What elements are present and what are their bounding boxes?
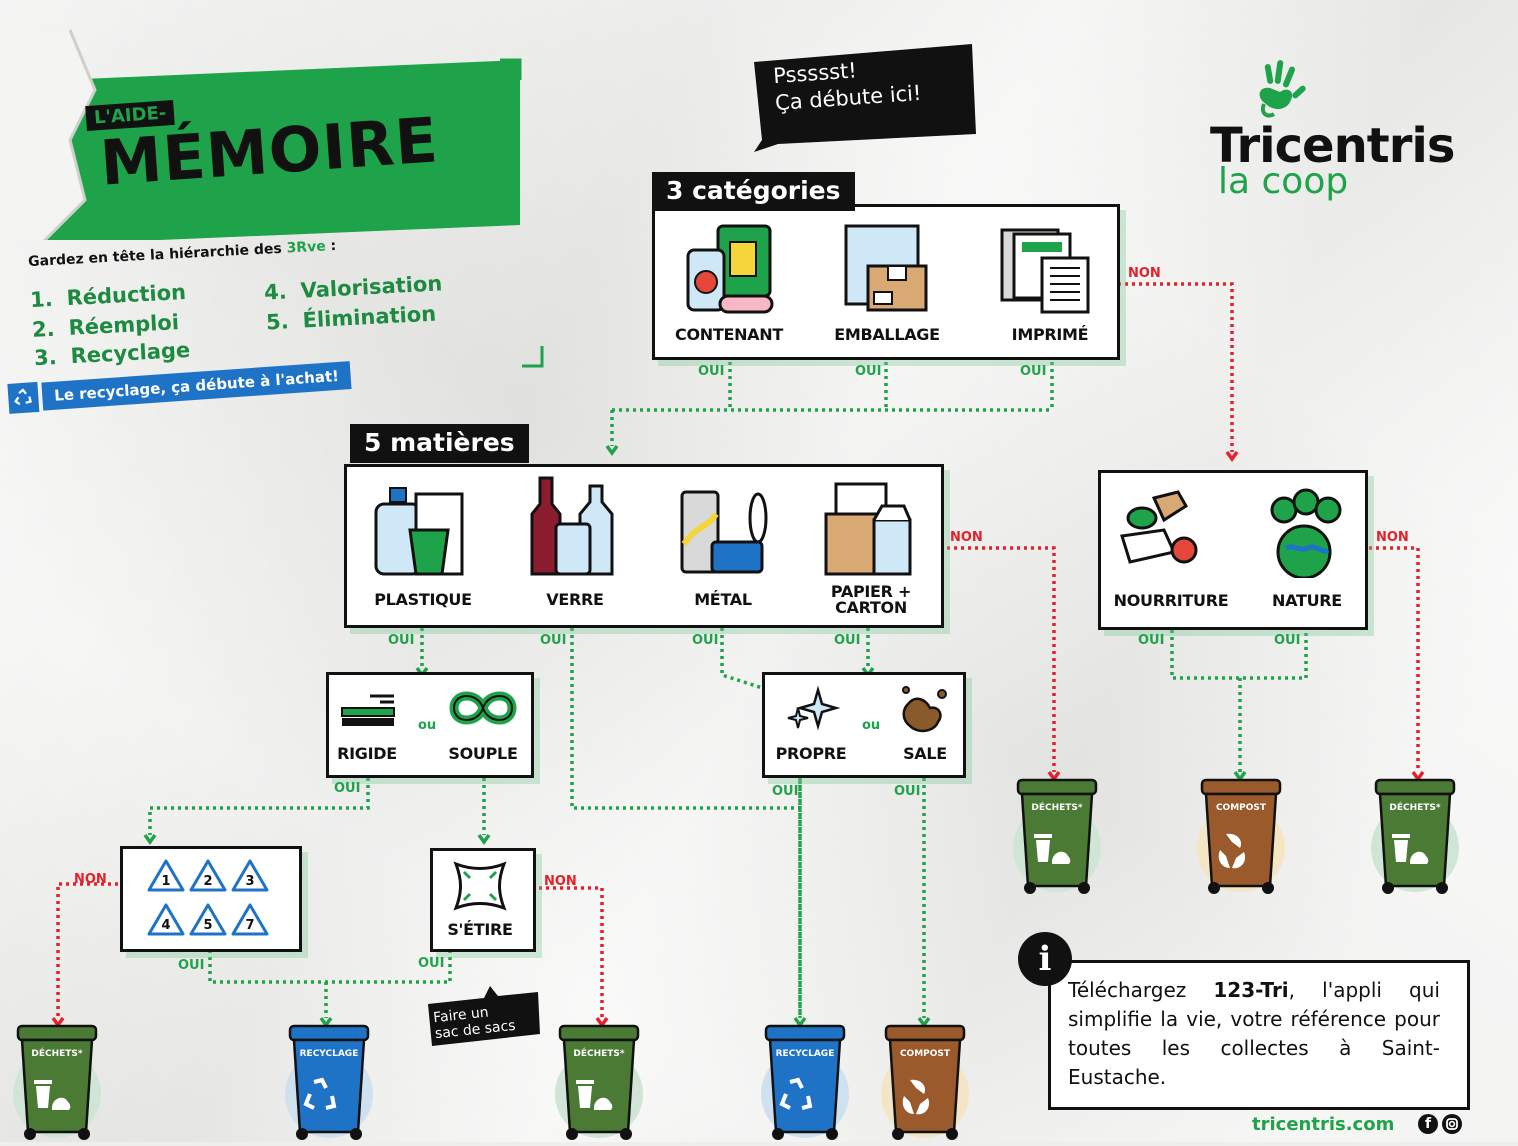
- soft-icon: [449, 691, 517, 725]
- oui-papier: OUI: [834, 633, 861, 648]
- rigid-icon: [341, 694, 395, 726]
- svg-text:DÉCHETS*: DÉCHETS*: [1389, 801, 1441, 813]
- category-label-imprime: IMPRIMÉ: [1011, 325, 1089, 344]
- svg-text:RECYCLAGE: RECYCLAGE: [776, 1049, 835, 1059]
- svg-text:5: 5: [203, 918, 212, 933]
- recycling-bin: RECYCLAGE: [284, 1024, 374, 1146]
- resin-code-2: 2: [188, 858, 228, 898]
- resin-code-7: 7: [230, 902, 270, 942]
- glass-icon: [530, 476, 614, 576]
- resin-code-3: 3: [230, 858, 270, 898]
- oui-contenant: OUI: [698, 364, 725, 379]
- category-label-contenant: CONTENANT: [675, 325, 783, 344]
- material-label-verre: VERRE: [546, 590, 604, 609]
- svg-text:DÉCHETS*: DÉCHETS*: [31, 1047, 83, 1059]
- oui-emballage: OUI: [855, 364, 882, 379]
- oui-verre: OUI: [540, 633, 567, 648]
- start-bubble: [754, 44, 976, 152]
- container-icon: [686, 224, 774, 314]
- oui-imprime: OUI: [1020, 364, 1047, 379]
- or-clean-dirty: ou: [862, 718, 881, 733]
- compost-bin: COMPOST: [880, 1024, 970, 1146]
- waste-bin: DÉCHETS*: [554, 1024, 644, 1146]
- sparkle-icon: [787, 685, 840, 731]
- categories-title: 3 catégories: [652, 172, 855, 211]
- svg-text:2: 2: [203, 874, 212, 889]
- printed-icon: [1000, 228, 1090, 314]
- waste-bin: DÉCHETS*: [1370, 778, 1460, 900]
- compost-bin: COMPOST: [1196, 778, 1286, 900]
- svg-text:4: 4: [161, 918, 170, 933]
- svg-text:7: 7: [245, 918, 254, 933]
- svg-text:DÉCHETS*: DÉCHETS*: [1031, 801, 1083, 813]
- svg-text:DÉCHETS*: DÉCHETS*: [573, 1047, 625, 1059]
- or-rigid-soft: ou: [418, 718, 437, 733]
- oui-rigide: OUI: [334, 781, 361, 796]
- line-categories-yes: [612, 362, 1054, 412]
- info-text: Téléchargez 123-Tri, l'appli qui simplif…: [1068, 978, 1440, 1089]
- material-label-carton: CARTON: [835, 598, 907, 617]
- non-categories: NON: [1128, 266, 1161, 281]
- resin-code-1: 1: [146, 858, 186, 898]
- non-organic: NON: [1376, 530, 1409, 545]
- materials-title: 5 matières: [350, 424, 529, 463]
- corner-bracket: [522, 346, 544, 368]
- label-propre: PROPRE: [775, 744, 847, 763]
- start-bubble-text: Pssssst! Ça débute ici!: [772, 58, 923, 116]
- oui-stretch: OUI: [418, 956, 445, 971]
- metal-icon: [680, 490, 768, 574]
- stretch-icon: [453, 861, 507, 911]
- resin-code-4: 4: [146, 902, 186, 942]
- organic-label-nourriture: NOURRITURE: [1113, 591, 1229, 610]
- oui-sale: OUI: [894, 784, 921, 799]
- category-label-emballage: EMBALLAGE: [834, 325, 940, 344]
- nature-icon: [1270, 488, 1342, 578]
- resin-code-5: 5: [188, 902, 228, 942]
- food-icon: [1120, 490, 1198, 564]
- svg-text:COMPOST: COMPOST: [1216, 803, 1267, 813]
- svg-text:1: 1: [161, 874, 170, 889]
- label-setire: S'ÉTIRE: [447, 920, 513, 939]
- material-label-metal: MÉTAL: [694, 590, 752, 609]
- label-sale: SALE: [903, 744, 947, 763]
- info-icon: i: [1018, 932, 1072, 986]
- non-materials: NON: [950, 530, 983, 545]
- non-stretch: NON: [544, 874, 577, 889]
- label-rigide: RIGIDE: [337, 744, 397, 763]
- waste-bin: DÉCHETS*: [12, 1024, 102, 1146]
- material-label-papier: PAPIER +: [830, 582, 912, 601]
- footer-url[interactable]: tricentris.com: [1252, 1114, 1395, 1135]
- bag-bubble: [428, 986, 540, 1046]
- svg-text:COMPOST: COMPOST: [900, 1049, 951, 1059]
- dirty-icon: [902, 686, 947, 733]
- plastic-icon: [374, 487, 464, 576]
- waste-bin: DÉCHETS*: [1012, 778, 1102, 900]
- label-souple: SOUPLE: [448, 744, 518, 763]
- logo-name: Tricentris: [1210, 118, 1455, 174]
- non-resin: NON: [74, 872, 107, 887]
- hand-logo-icon: [1259, 60, 1306, 118]
- oui-metal: OUI: [692, 633, 719, 648]
- facebook-icon[interactable]: f: [1418, 1114, 1438, 1134]
- svg-text:RECYCLAGE: RECYCLAGE: [300, 1049, 359, 1059]
- organic-label-nature: NATURE: [1272, 591, 1342, 610]
- logo-sub: la coop: [1218, 161, 1349, 202]
- paper-carton-icon: [824, 482, 912, 576]
- material-label-plastique: PLASTIQUE: [374, 590, 472, 609]
- instagram-icon[interactable]: [1442, 1114, 1462, 1134]
- recycle-icon: [7, 381, 40, 414]
- oui-resin: OUI: [178, 958, 205, 973]
- recycling-bin: RECYCLAGE: [760, 1024, 850, 1146]
- packaging-icon: [844, 224, 928, 312]
- svg-text:3: 3: [245, 874, 254, 889]
- info-box: [1048, 960, 1470, 1110]
- oui-propre: OUI: [772, 784, 799, 799]
- oui-nature: OUI: [1274, 633, 1301, 648]
- header-banner-recycle: Le recyclage, ça débute à l'achat!: [7, 360, 352, 414]
- oui-plastique: OUI: [388, 633, 415, 648]
- oui-nourriture: OUI: [1138, 633, 1165, 648]
